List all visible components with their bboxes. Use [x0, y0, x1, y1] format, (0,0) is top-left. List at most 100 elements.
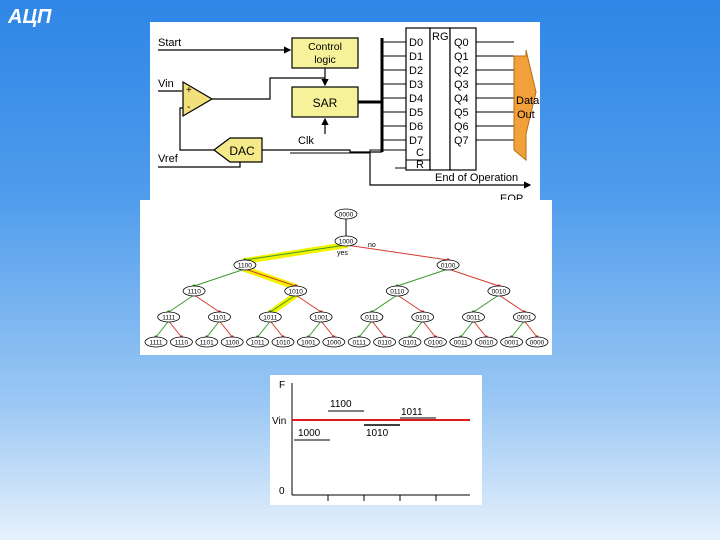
tree-node	[334, 235, 358, 247]
tree-node	[271, 336, 295, 348]
tree-edge-yes	[244, 244, 347, 261]
tree-node-label: 0110	[378, 339, 392, 346]
tree-edge-no	[345, 244, 449, 261]
tree-node-label: 0111	[365, 314, 379, 321]
clk-label: Clk	[298, 135, 314, 147]
tree-node-label: 1100	[238, 262, 252, 269]
slide-title: АЦП	[8, 6, 52, 28]
bus-taps	[382, 41, 406, 141]
register-d-label: D3	[409, 79, 423, 91]
tree-edge-yes	[460, 320, 474, 338]
clock-to-register-wire	[290, 149, 406, 154]
tree-node-label: 1011	[263, 314, 277, 321]
control-logic-label-1: Control	[308, 41, 342, 53]
tree-node-label: 0110	[390, 288, 404, 295]
tree-edge-no	[295, 294, 322, 313]
tree-node	[500, 336, 524, 348]
tree-node-label: 1111	[149, 339, 162, 346]
sar-label: SAR	[313, 96, 338, 110]
tree-node	[462, 311, 485, 323]
tree-node	[487, 285, 511, 297]
tree-node-label: 1100	[225, 339, 239, 346]
register-d-label: D0	[409, 37, 423, 49]
tree-node-label: 1001	[314, 314, 329, 321]
data-out-label-1: Data	[516, 95, 540, 107]
graph-svg: F Vin 0 1000 1100 1010 1011	[272, 380, 470, 501]
tree-node	[385, 285, 409, 297]
tree-edge-yes	[511, 320, 525, 338]
tree-node	[322, 336, 346, 348]
tree-node-label: 0010	[479, 339, 494, 346]
tree-node-label: 0100	[428, 339, 443, 346]
control-logic-label-2: logic	[314, 54, 336, 66]
tree-edge-yes	[155, 320, 170, 338]
register-q-label: Q1	[454, 51, 469, 63]
tree-node	[373, 336, 397, 348]
tree-nodes: 0000 1000 1100 0100 1110 1010 0110 0010 1111 1101…	[144, 208, 549, 348]
tree-edge-no	[219, 320, 233, 338]
tree-edge-no	[422, 320, 436, 338]
tree-node-label: 0011	[467, 314, 481, 321]
tree-node	[220, 336, 244, 348]
tree-edge-yes	[193, 268, 246, 287]
tree-node	[233, 259, 257, 271]
register-rg-column	[429, 27, 451, 171]
eop-wire	[369, 153, 532, 189]
tree-node	[170, 336, 193, 348]
register-input-column	[405, 27, 431, 171]
start-label: Start	[158, 37, 181, 49]
tree-edge-yes	[206, 320, 220, 338]
tree-edge-no	[473, 320, 487, 338]
tree-node	[449, 336, 473, 348]
tree-edge-no	[269, 320, 284, 338]
vref-wire	[158, 162, 241, 168]
tree-edge-yes	[397, 268, 449, 287]
tree-edge-yes	[409, 320, 424, 338]
tree-edge-yes	[270, 294, 296, 313]
vin-axis-label: Vin	[272, 416, 286, 427]
tree-edge-no	[397, 294, 423, 313]
step-1010-label: 1010	[366, 428, 389, 439]
step-1100-label: 1100	[330, 399, 352, 410]
tree-node-label: 1000	[339, 238, 354, 245]
tree-node	[423, 336, 447, 348]
zero-label: 0	[279, 486, 285, 497]
register-output-lines	[476, 41, 514, 141]
register-d-label: D6	[409, 121, 423, 133]
tree-edge-no	[498, 294, 525, 313]
comparator	[182, 80, 214, 118]
tree-node-label: 1101	[200, 339, 214, 346]
tree-node-label: 0101	[415, 314, 430, 321]
tree-node	[182, 285, 206, 297]
y-axis-label: F	[279, 380, 285, 391]
register-rg-label: RG	[432, 31, 449, 43]
tree-node	[512, 311, 536, 323]
step-1000-label: 1000	[298, 428, 321, 439]
tree-node-label: 0000	[339, 211, 354, 218]
vin-label: Vin	[158, 78, 174, 90]
tree-edge-no	[320, 320, 335, 338]
tree-edge-yes	[358, 320, 373, 338]
data-out-arrow	[513, 49, 537, 162]
tree-edge-yes	[473, 294, 500, 313]
tree-edge-no	[168, 320, 182, 338]
tree-node-label: 1110	[175, 339, 189, 346]
comparator-plus: +	[186, 85, 192, 96]
register-d-label: D1	[409, 51, 423, 63]
tree-edge-yes	[168, 294, 195, 313]
register-q-label: Q2	[454, 65, 469, 77]
tree-node-label: 0001	[517, 314, 532, 321]
step-1011-label: 1011	[401, 407, 423, 418]
tree-node	[525, 336, 549, 348]
tree-node	[284, 285, 308, 297]
register-q-label: Q0	[454, 37, 469, 49]
tree-node	[157, 311, 181, 323]
tree-edge-yes	[371, 294, 398, 313]
tree-node-label: 1010	[276, 339, 291, 346]
tree-node	[347, 336, 371, 348]
tree-node	[436, 259, 460, 271]
tree-edge-no	[523, 320, 538, 338]
register-r-label: R	[416, 159, 424, 171]
dac-to-comparator-wire	[179, 107, 214, 151]
register-d-label: D2	[409, 65, 423, 77]
